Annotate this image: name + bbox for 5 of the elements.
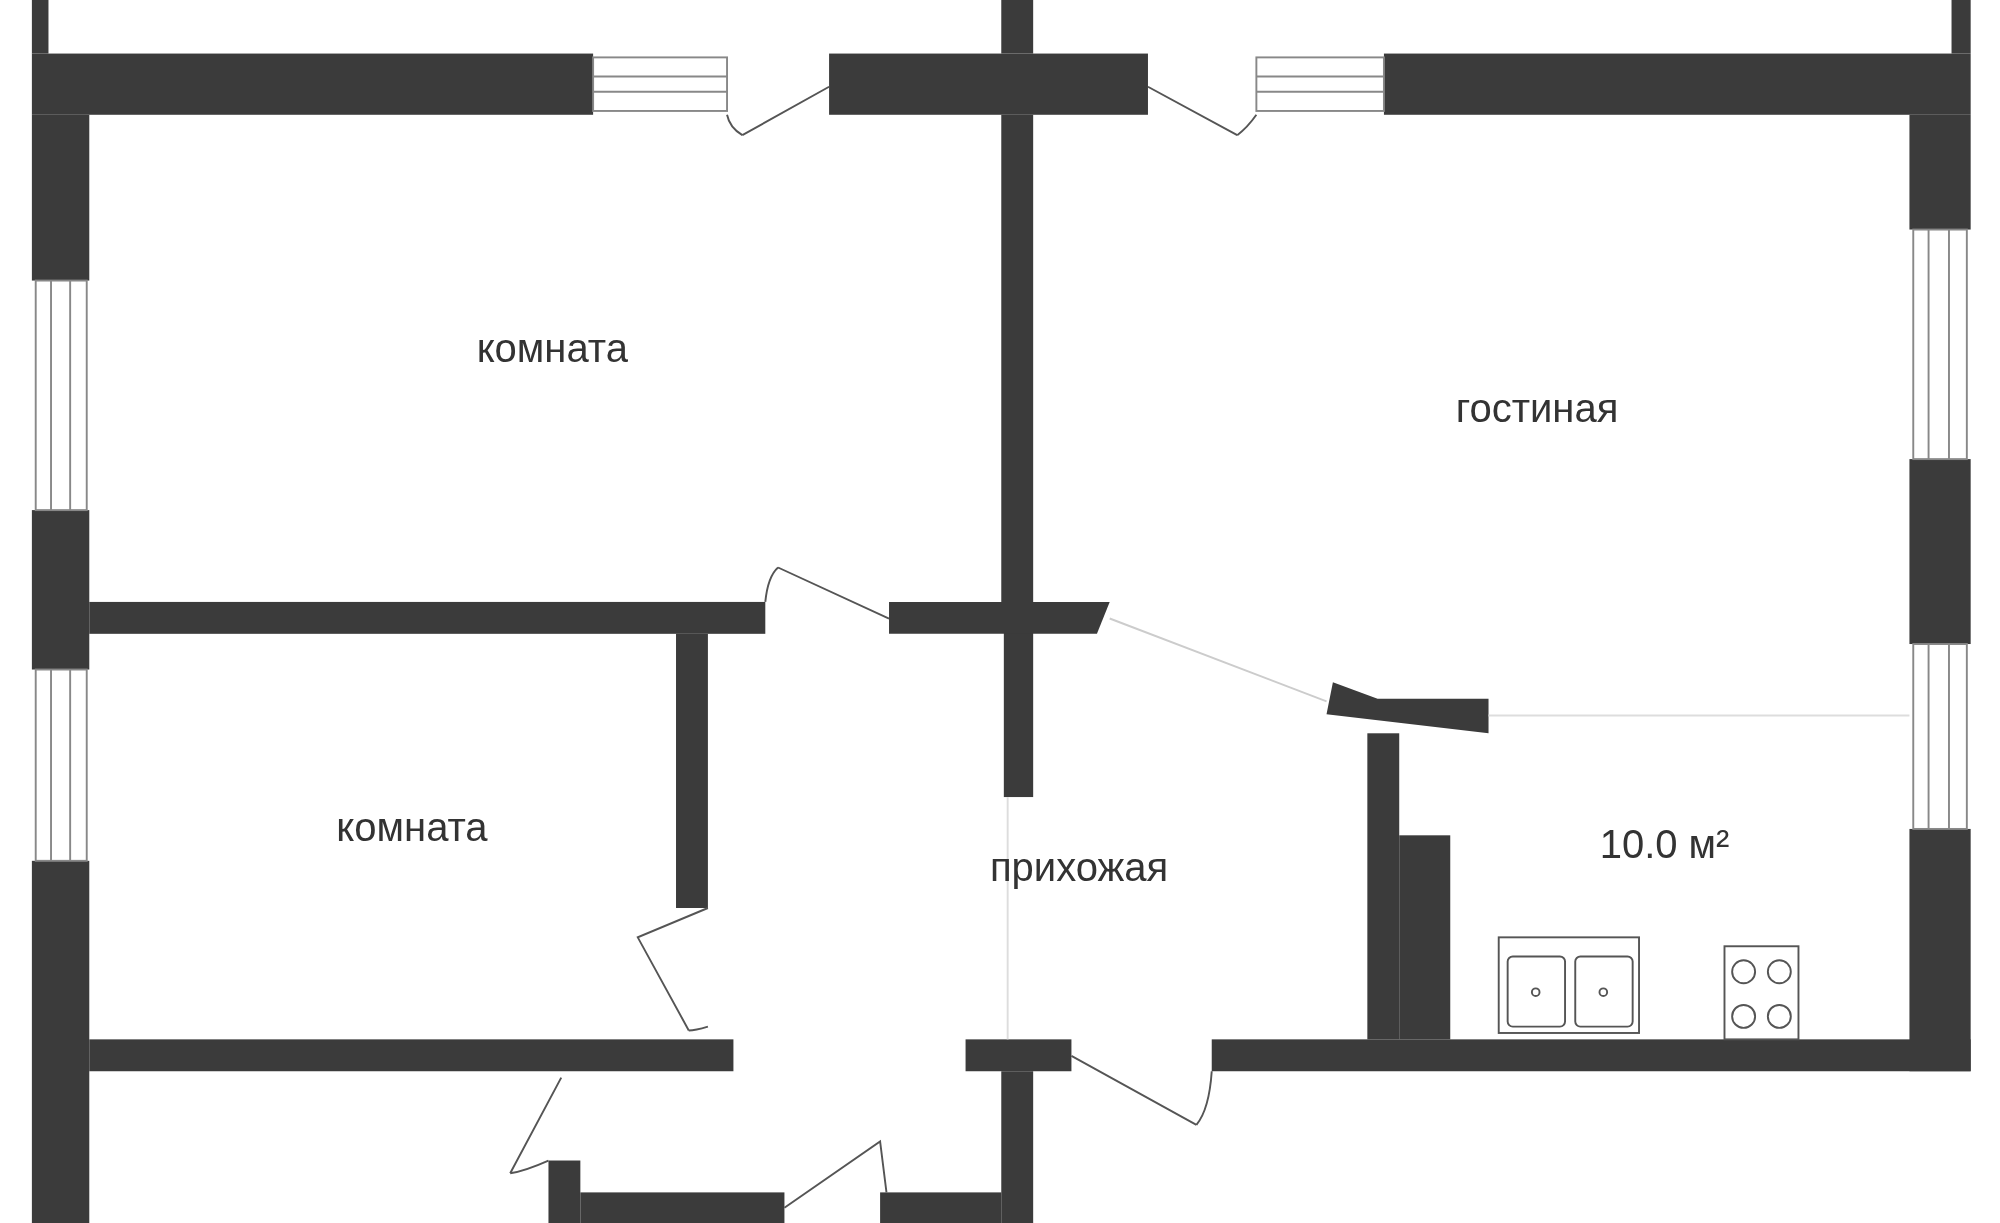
room-label: комната xyxy=(336,804,488,849)
room-label: прихожая xyxy=(989,844,1169,890)
room-label: комната xyxy=(476,325,628,371)
room-label: 10.0 м² xyxy=(1599,821,1730,867)
room-label: гостиная xyxy=(1455,385,1619,431)
